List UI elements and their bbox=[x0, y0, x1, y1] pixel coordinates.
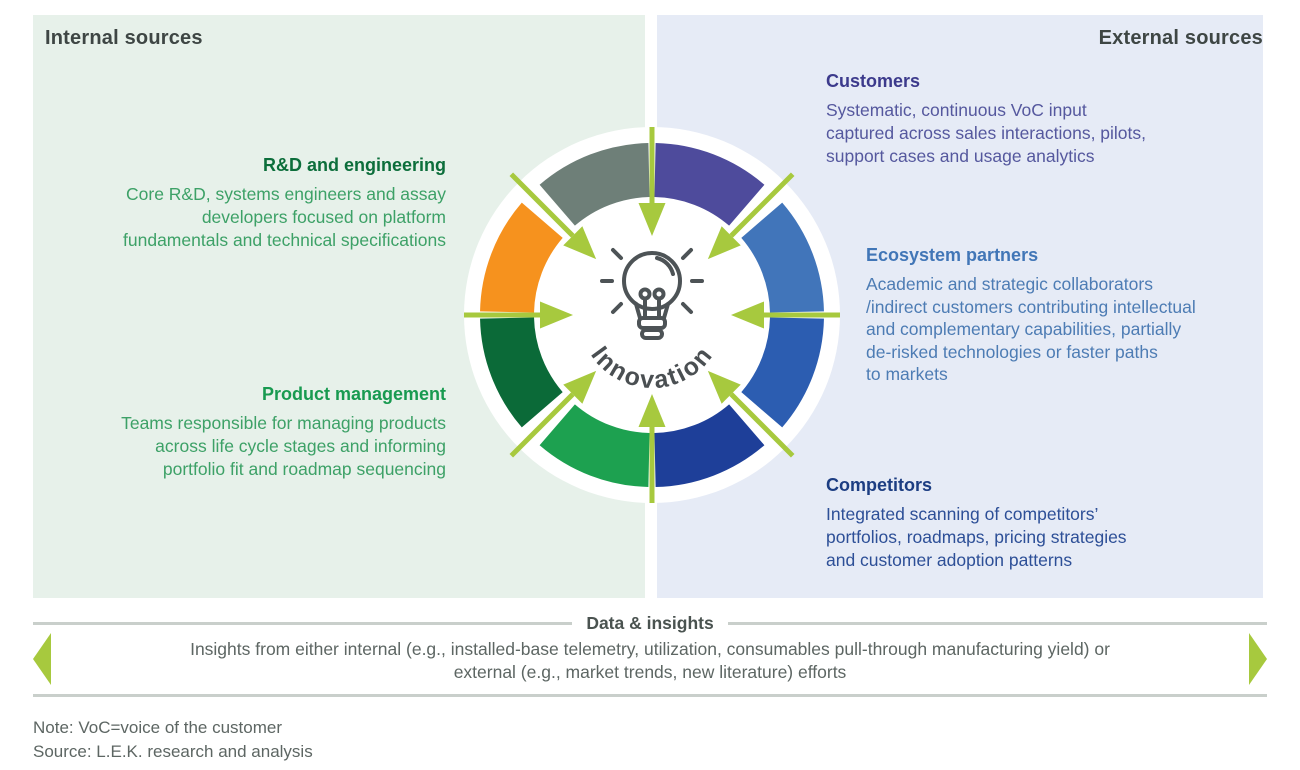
rnd-engineering-heading: R&D and engineering bbox=[262, 155, 446, 175]
donut-segments bbox=[480, 143, 824, 487]
arrow-head-135 bbox=[707, 370, 741, 404]
note-text: Note: VoC=voice of the customer bbox=[33, 718, 282, 737]
banner-line-left bbox=[33, 622, 573, 625]
donut-segment-steel-blue bbox=[740, 202, 824, 314]
arrow-line-225 bbox=[509, 392, 575, 458]
section-ecosystem-partners: Ecosystem partners Academic and strategi… bbox=[866, 245, 1286, 386]
arrow-line-315 bbox=[509, 172, 575, 238]
lightbulb-icon bbox=[600, 248, 704, 340]
banner-line-right bbox=[727, 622, 1268, 625]
ecosystem-partners-body: Academic and strategic collaborators /in… bbox=[866, 274, 1196, 384]
internal-sources-title: Internal sources bbox=[45, 27, 203, 49]
customers-body: Systematic, continuous VoC input capture… bbox=[826, 100, 1147, 166]
donut-segment-navy bbox=[653, 403, 765, 487]
product-management-heading: Product management bbox=[261, 384, 446, 404]
competitors-body: Integrated scanning of competitors’ port… bbox=[826, 504, 1127, 570]
ecosystem-partners-heading: Ecosystem partners bbox=[866, 245, 1039, 265]
donut-segment-slate bbox=[539, 143, 651, 227]
donut-segment-royal-blue bbox=[740, 316, 824, 428]
arrow-line-45 bbox=[729, 172, 795, 238]
product-management-body: Teams responsible for managing products … bbox=[121, 413, 446, 479]
arrow-line-135 bbox=[729, 392, 795, 458]
banner-title-row: Data & insights bbox=[33, 613, 1268, 634]
donut-segment-orange bbox=[480, 202, 564, 314]
customers-heading: Customers bbox=[826, 71, 921, 91]
footnotes: Note: VoC=voice of the customer Source: … bbox=[33, 716, 313, 763]
section-rnd-engineering: R&D and engineering Core R&D, systems en… bbox=[26, 155, 446, 252]
section-customers: Customers Systematic, continuous VoC inp… bbox=[826, 71, 1256, 168]
arrow-head-180 bbox=[638, 394, 666, 427]
arrow-head-270 bbox=[540, 301, 573, 329]
banner-bottom-line bbox=[33, 694, 1267, 697]
banner-text: Insights from either internal (e.g., ins… bbox=[190, 639, 1110, 682]
innovation-hub-svg: Innovation bbox=[464, 127, 840, 503]
inward-arrows bbox=[464, 127, 840, 503]
arrow-head-315 bbox=[563, 226, 597, 260]
section-product-management: Product management Teams responsible for… bbox=[26, 384, 446, 481]
arrow-head-0 bbox=[638, 203, 666, 236]
arrow-head-45 bbox=[707, 226, 741, 260]
donut-segment-indigo bbox=[653, 143, 765, 227]
arrow-head-90 bbox=[731, 301, 764, 329]
banner-title: Data & insights bbox=[586, 613, 714, 633]
external-sources-title: External sources bbox=[1098, 27, 1263, 49]
donut-segment-dark-green bbox=[480, 316, 564, 428]
section-competitors: Competitors Integrated scanning of compe… bbox=[826, 475, 1236, 572]
arrow-head-225 bbox=[563, 370, 597, 404]
rnd-engineering-body: Core R&D, systems engineers and assay de… bbox=[123, 184, 446, 250]
competitors-heading: Competitors bbox=[826, 475, 933, 495]
donut-segment-green bbox=[539, 403, 651, 487]
source-text: Source: L.E.K. research and analysis bbox=[33, 741, 313, 761]
